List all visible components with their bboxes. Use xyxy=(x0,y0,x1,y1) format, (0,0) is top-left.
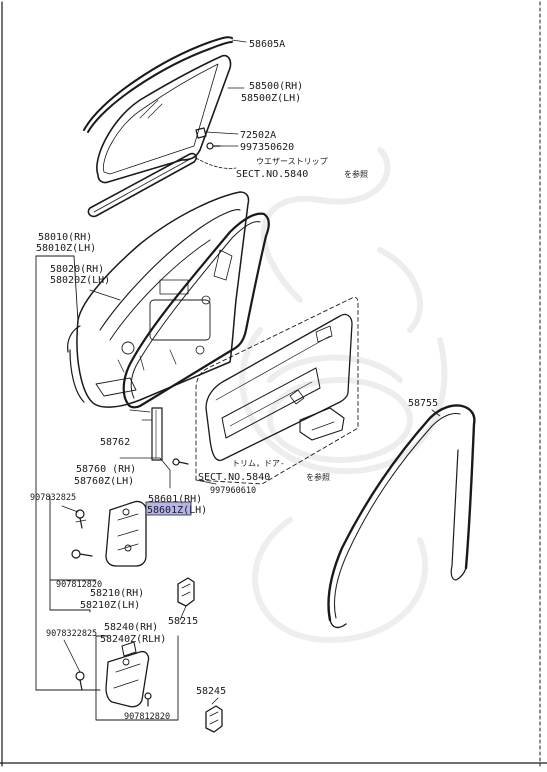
highlight-58601Z xyxy=(145,501,192,516)
door-trim-box xyxy=(195,297,359,485)
leader-58762 xyxy=(129,409,151,413)
label-sect-mid-ref: を参照 xyxy=(306,472,330,482)
leader-58605A xyxy=(231,39,247,43)
clip-58245 xyxy=(205,705,223,733)
label-58601-rh[interactable]: 58601(RH) xyxy=(148,494,202,505)
hinge-bracket-box xyxy=(49,495,97,613)
door-pull-handle xyxy=(299,407,345,441)
door-glass xyxy=(96,54,232,184)
glass-clip xyxy=(195,127,239,139)
label-58500-rh[interactable]: 58500(RH) xyxy=(249,81,303,92)
label-997960610[interactable]: 997960610 xyxy=(210,486,256,496)
label-58215[interactable]: 58215 xyxy=(168,616,198,627)
leader-58760 xyxy=(119,457,171,489)
label-72502A[interactable]: 72502A xyxy=(240,130,276,141)
label-58760-rh[interactable]: 58760 (RH) xyxy=(76,464,136,475)
rear-channel xyxy=(141,407,163,461)
lower-hinge-screw xyxy=(144,692,152,707)
watermark-emblem xyxy=(239,147,448,643)
lower-hinge-bolt xyxy=(75,671,85,691)
label-907812820-upper[interactable]: 907812820 xyxy=(56,580,102,590)
belt-weatherstrip xyxy=(87,152,197,218)
leader-58245 xyxy=(211,697,219,705)
left-bracket xyxy=(35,255,121,691)
label-58605A[interactable]: 58605A xyxy=(249,39,285,50)
striker-clip-58215 xyxy=(177,577,195,607)
leader-weatherstrip xyxy=(195,157,237,169)
label-58020-rh[interactable]: 58020(RH) xyxy=(50,264,104,275)
lower-hinge-box xyxy=(95,635,179,721)
label-58245[interactable]: 58245 xyxy=(196,686,226,697)
leader-58215 xyxy=(179,605,187,621)
label-58010Z-lh[interactable]: 58010Z(LH) xyxy=(36,243,96,254)
hinge-bolt-lower xyxy=(71,549,93,559)
label-58010-rh[interactable]: 58010(RH) xyxy=(38,232,92,243)
label-58762[interactable]: 58762 xyxy=(100,437,130,448)
label-58760Z-lh[interactable]: 58760Z(LH) xyxy=(74,476,134,487)
trim-screw xyxy=(172,458,189,466)
upper-hinge xyxy=(105,500,147,567)
label-58240-rh[interactable]: 58240(RH) xyxy=(104,622,158,633)
label-trim-jp: トリム，ドア- xyxy=(232,459,285,468)
label-sect-mid[interactable]: SECT.NO.5840 xyxy=(198,472,270,483)
label-58601Z-lh[interactable]: 58601Z(LH) xyxy=(147,505,207,516)
label-58210Z-lh[interactable]: 58210Z(LH) xyxy=(80,600,140,611)
glass-screw xyxy=(206,142,239,150)
leader-9078322825 xyxy=(63,639,81,673)
glass-run-strip xyxy=(83,36,233,133)
label-sect-top[interactable]: SECT.NO.5840 xyxy=(236,169,308,180)
leader-907832825 xyxy=(61,505,79,513)
leader-58755 xyxy=(431,409,441,417)
hinge-bolt-upper xyxy=(75,509,87,529)
opening-seal xyxy=(327,404,476,629)
door-weatherstrip xyxy=(122,212,270,409)
label-58755[interactable]: 58755 xyxy=(408,398,438,409)
label-58210-rh[interactable]: 58210(RH) xyxy=(90,588,144,599)
label-58020Z-lh[interactable]: 58020Z(LH) xyxy=(50,275,110,286)
label-sect-top-ref: を参照 xyxy=(344,169,368,179)
label-997350620[interactable]: 997350620 xyxy=(240,142,294,153)
lower-hinge xyxy=(105,641,150,708)
label-58500Z-lh[interactable]: 58500Z(LH) xyxy=(241,93,301,104)
label-58240Z-rlh[interactable]: 58240Z(RLH) xyxy=(100,634,166,645)
label-907832825[interactable]: 907832825 xyxy=(30,493,76,503)
label-907812820-lower[interactable]: 907812820 xyxy=(124,712,170,722)
door-trim-panel xyxy=(205,313,353,462)
label-weatherstrip-jp: ウエザーストリップ xyxy=(256,157,328,166)
label-9078322825[interactable]: 9078322825 xyxy=(46,629,97,639)
door-shell xyxy=(67,191,250,408)
